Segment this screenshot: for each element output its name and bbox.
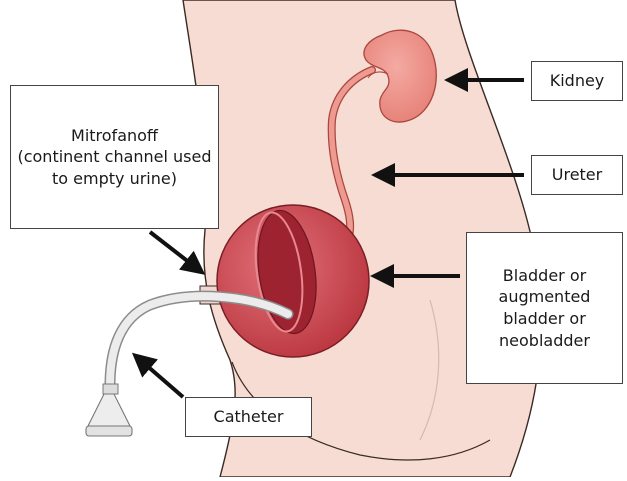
label-bladder: Bladder or augmented bladder or neobladd…	[466, 232, 623, 384]
mitrofanoff-arrow	[150, 232, 199, 270]
label-mitrofanoff-line-3: to empty urine)	[17, 168, 211, 190]
label-mitrofanoff: Mitrofanoff (continent channel used to e…	[10, 85, 219, 229]
label-bladder-line-4: neobladder	[499, 330, 591, 352]
catheter-collar	[103, 384, 118, 394]
label-bladder-line-3: bladder or	[499, 308, 591, 330]
catheter-base	[86, 426, 132, 436]
label-bladder-line-1: Bladder or	[499, 265, 591, 287]
label-mitrofanoff-line-1: Mitrofanoff	[17, 125, 211, 147]
label-ureter-text: Ureter	[552, 164, 602, 186]
catheter-funnel	[88, 394, 130, 426]
label-ureter: Ureter	[531, 155, 623, 195]
label-kidney-text: Kidney	[550, 70, 605, 92]
catheter-arrow	[138, 358, 183, 397]
label-bladder-line-2: augmented	[499, 286, 591, 308]
label-mitrofanoff-line-2: (continent channel used	[17, 146, 211, 168]
label-kidney: Kidney	[531, 61, 623, 101]
label-catheter-text: Catheter	[214, 406, 284, 428]
label-catheter: Catheter	[185, 397, 312, 437]
